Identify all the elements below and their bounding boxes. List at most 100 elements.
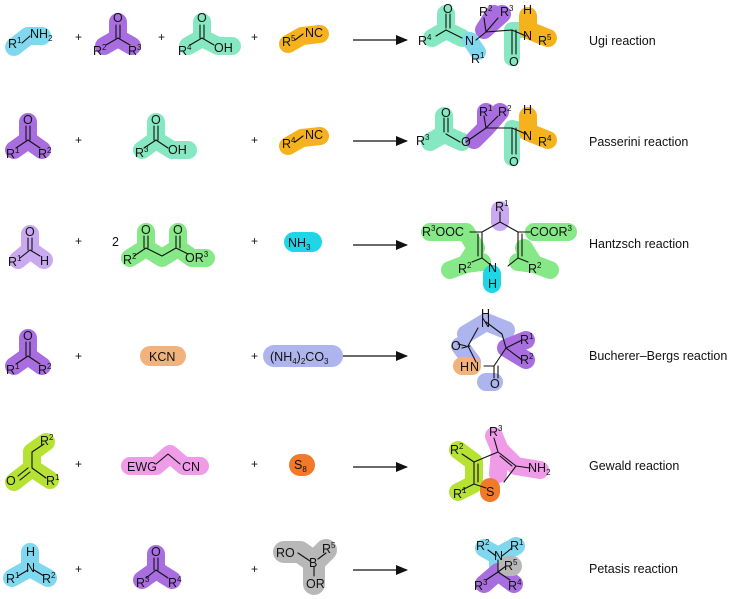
amine-highlight [5, 27, 51, 56]
svg-text:R2: R2 [38, 146, 52, 161]
svg-text:R2: R2 [498, 104, 512, 119]
svg-text:R2: R2 [528, 261, 542, 276]
petasis-carbonyl: O R3 R4 [133, 545, 182, 590]
passerini-row: O R1 R2 + O R3 OH + R4 NC O R3 O [5, 103, 688, 169]
hantzsch-ammonia: NH3 [284, 232, 322, 252]
svg-text:N: N [470, 360, 479, 374]
svg-text:R2: R2 [479, 4, 493, 19]
svg-text:O: O [6, 474, 16, 488]
svg-text:KCN: KCN [149, 350, 175, 364]
svg-text:R4: R4 [282, 136, 296, 151]
svg-text:N: N [523, 129, 532, 143]
svg-text:O: O [141, 223, 151, 237]
svg-text:B: B [309, 556, 317, 570]
svg-text:CN: CN [182, 460, 200, 474]
svg-text:R4: R4 [508, 578, 522, 593]
svg-text:R1: R1 [471, 51, 485, 66]
svg-text:R2: R2 [520, 352, 534, 367]
svg-text:O: O [441, 106, 451, 120]
svg-text:R1: R1 [453, 486, 467, 501]
svg-text:O: O [23, 113, 33, 127]
ugi-acid: O R4 OH [178, 11, 241, 58]
passerini-acid: O R3 OH [133, 113, 197, 160]
svg-text:R2: R2 [476, 538, 490, 553]
svg-text:H: H [40, 254, 49, 268]
plus-sign: + [75, 234, 82, 248]
svg-text:O: O [509, 155, 519, 169]
hantzsch-row: O R1 H + 2 O O R2 OR3 + NH3 R1 R3OOC [8, 199, 689, 293]
plus-sign: + [251, 562, 258, 576]
svg-text:R1: R1 [8, 254, 22, 269]
svg-text:R2: R2 [123, 252, 137, 267]
svg-text:S8: S8 [294, 458, 307, 474]
svg-text:R5: R5 [538, 33, 552, 48]
petasis-amine: H N R1 R2 [3, 543, 57, 587]
plus-sign: + [75, 133, 82, 147]
svg-text:R3OOC: R3OOC [422, 224, 464, 239]
hantzsch-ketoester: O O R2 OR3 [121, 223, 215, 267]
svg-text:O: O [451, 339, 461, 353]
svg-text:H: H [460, 360, 469, 374]
svg-text:O: O [461, 135, 471, 149]
svg-text:R1: R1 [520, 332, 534, 347]
svg-text:R1: R1 [6, 362, 20, 377]
svg-text:H: H [523, 3, 532, 17]
svg-text:NH2: NH2 [528, 461, 551, 477]
reaction-name: Petasis reaction [589, 562, 678, 576]
svg-text:R4: R4 [538, 134, 552, 149]
svg-text:R2: R2 [38, 362, 52, 377]
svg-text:H: H [481, 307, 490, 321]
plus-sign: + [251, 133, 258, 147]
plus-sign: + [75, 562, 82, 576]
bucherer-ketone: O R1 R2 [5, 329, 52, 377]
ugi-isocyanide: R5 NC [279, 25, 329, 53]
plus-sign: + [158, 30, 165, 44]
svg-text:R4: R4 [168, 575, 182, 590]
passerini-isocyanide: R4 NC [279, 127, 329, 155]
svg-text:R5: R5 [322, 541, 336, 556]
svg-text:R3: R3 [135, 145, 149, 160]
reaction-name: Hantzsch reaction [589, 237, 689, 251]
svg-text:R3: R3 [416, 133, 430, 148]
svg-text:S: S [486, 485, 494, 499]
svg-text:O: O [443, 2, 453, 16]
svg-text:R1: R1 [6, 571, 20, 586]
reaction-name: Ugi reaction [589, 34, 656, 48]
plus-sign: + [251, 349, 258, 363]
petasis-row: H N R1 R2 + O R3 R4 + RO B R5 OR R2 [3, 537, 678, 595]
plus-sign: + [251, 457, 258, 471]
ugi-row: R1 NH2 + O R2 R3 + O R4 OH + R5 NC [5, 2, 656, 69]
petasis-product: R2 N R1 R5 R3 R4 [474, 537, 525, 593]
svg-text:OH: OH [214, 41, 233, 55]
svg-text:R1: R1 [6, 146, 20, 161]
gewald-sulfur: S8 [289, 454, 315, 476]
svg-text:NH3: NH3 [288, 236, 311, 252]
passerini-ketone: O R1 R2 [5, 113, 52, 161]
svg-text:R3: R3 [128, 43, 142, 58]
svg-text:RO: RO [276, 546, 295, 560]
bucherer-product: O N H H N O R1 R2 [451, 307, 535, 391]
svg-text:N: N [494, 549, 503, 563]
svg-text:OR: OR [306, 577, 325, 591]
plus-sign: + [75, 349, 82, 363]
svg-text:N: N [26, 561, 35, 575]
svg-text:O: O [151, 545, 161, 559]
svg-text:OR3: OR3 [185, 250, 209, 265]
svg-text:R3: R3 [489, 424, 503, 439]
svg-text:O: O [25, 225, 35, 239]
passerini-product: O R3 O R1 R2 O H N R4 [416, 103, 557, 169]
svg-text:R3: R3 [136, 575, 150, 590]
svg-text:R2: R2 [40, 433, 54, 448]
svg-text:N: N [488, 261, 497, 275]
svg-text:R3: R3 [474, 578, 488, 593]
svg-text:N: N [465, 34, 474, 48]
svg-text:(NH4)2CO3: (NH4)2CO3 [270, 350, 329, 366]
svg-text:R2: R2 [93, 43, 107, 58]
svg-text:O: O [113, 11, 123, 25]
svg-text:OH: OH [168, 143, 187, 157]
petasis-boronic: RO B R5 OR [273, 539, 337, 595]
svg-text:H: H [488, 277, 497, 291]
svg-text:R2: R2 [450, 442, 464, 457]
svg-text:R1: R1 [495, 199, 509, 214]
